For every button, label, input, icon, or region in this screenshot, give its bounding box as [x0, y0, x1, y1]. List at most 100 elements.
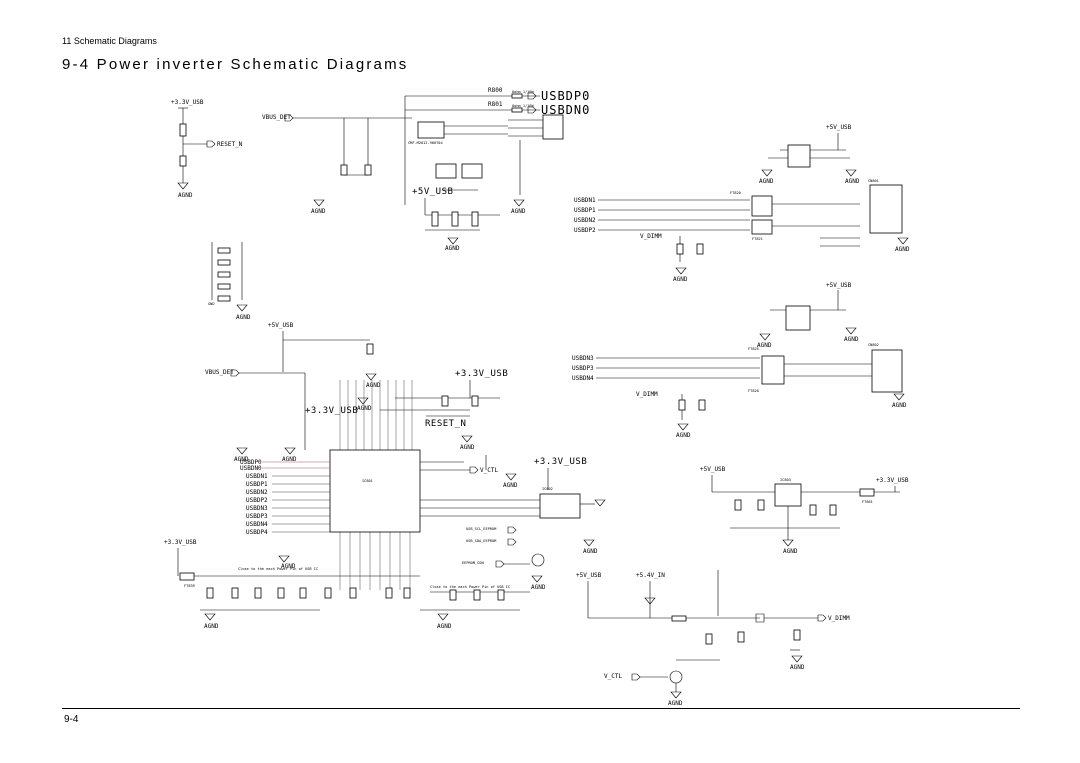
- agnd-label-5: AGND: [236, 314, 251, 321]
- eeprom-sda-label: USB_SDA_EEPROM: [466, 539, 497, 543]
- hub-usbdn2: USBDN2: [246, 489, 268, 496]
- cn802-connector: [871, 349, 903, 393]
- cn802-label: CN802: [868, 343, 879, 347]
- net-label-usbdn4: USBDN4: [572, 375, 594, 382]
- decoupling-section: +3.3V_USB FT839 Close to the each Power …: [164, 539, 530, 630]
- agnd-label-7: AGND: [845, 178, 860, 185]
- agnd-label: AGND: [178, 192, 193, 199]
- agnd-label-11: AGND: [844, 336, 859, 343]
- agnd-label-2: AGND: [311, 208, 326, 215]
- v-ctl-label-1: V_CTL: [480, 467, 498, 474]
- ic801-label: IC801: [362, 479, 373, 483]
- agnd-label-4: AGND: [445, 245, 460, 252]
- eeprom-con-label: EEPROM_CON: [462, 561, 484, 565]
- vdimm-label-3: V_DIMM: [828, 615, 850, 622]
- net-label-usbdp0: USBDP0: [541, 89, 590, 103]
- hub-usbdp3: USBDP3: [246, 513, 268, 520]
- cmf-top-label: CMF-M2012-900T04: [408, 141, 443, 145]
- net-label-v33-6: +3.3V_USB: [876, 477, 909, 484]
- usb-upstream-connector: R800 R801 0ohm 1/16W 0ohm 1/16W USBDP0 U…: [311, 87, 590, 252]
- net-label-usbdn1: USBDN1: [574, 197, 596, 204]
- agnd-label-14: AGND: [366, 382, 381, 389]
- section-label: 11 Schematic Diagrams: [62, 36, 157, 46]
- vdimm-label-1: V_DIMM: [640, 233, 662, 240]
- net-label-v5-usb-3: +5V_USB: [826, 282, 852, 289]
- hub-usbdn4: USBDN4: [246, 521, 268, 528]
- ferrite-column: AGND GND: [208, 242, 251, 321]
- net-label-vbus-det: VBUS_DET: [262, 114, 291, 121]
- net-label-v33-2: +3.3V_USB: [455, 369, 508, 379]
- net-label-v5-usb-1: +5V_USB: [412, 187, 453, 197]
- reset-circuit: +3.3V_USB RESET_N AGND: [171, 99, 243, 199]
- net-label-usbdp3: USBDP3: [572, 365, 594, 372]
- agnd-label-12: AGND: [676, 432, 691, 439]
- agnd-label-16: AGND: [460, 444, 475, 451]
- net-label-usbdp1: USBDP1: [574, 207, 596, 214]
- ft820-label: FT820: [730, 191, 741, 195]
- net-label-usbdn3: USBDN3: [572, 355, 594, 362]
- agnd-label-23: AGND: [437, 623, 452, 630]
- r800-value: 0ohm 1/16W: [512, 90, 534, 94]
- net-label-reset: RESET_N: [217, 141, 243, 148]
- ft826-label: FT826: [748, 389, 759, 393]
- vbus-det-top: VBUS_DET: [262, 114, 412, 122]
- net-label-vbus-det-2: VBUS_DET: [205, 369, 234, 376]
- r801-label: R801: [488, 101, 503, 108]
- ft839-label: FT839: [184, 584, 195, 588]
- agnd-label-10: AGND: [757, 342, 772, 349]
- net-label-v33-5: +3.3V_USB: [164, 539, 197, 546]
- agnd-label-9: AGND: [895, 246, 910, 253]
- footer-divider: [62, 708, 1020, 709]
- agnd-label-19: AGND: [503, 482, 518, 489]
- agnd-label-20: AGND: [583, 548, 598, 555]
- net-label-v33: +3.3V_USB: [171, 99, 204, 106]
- hub-usbdn3: USBDN3: [246, 505, 268, 512]
- hub-usbdp0: USBDP0: [240, 459, 262, 466]
- ic802-label: IC802: [542, 487, 553, 491]
- net-label-v5-usb-2: +5V_USB: [826, 124, 852, 131]
- agnd-label-25: AGND: [783, 548, 798, 555]
- ic803-label: IC803: [780, 478, 791, 482]
- hub-usbdn0: USBDN0: [240, 465, 262, 472]
- net-label-v33-4: +3.3V_USB: [534, 457, 587, 467]
- page-number: 9-4: [64, 714, 79, 725]
- agnd-label-18: AGND: [282, 456, 297, 463]
- eeprom-ic: [539, 493, 581, 519]
- page-title: 9-4 Power inverter Schematic Diagrams: [62, 56, 409, 73]
- downstream-port-2: +5V_USB AGND AGND USBDN3 USBDP3 USBDN4 F…: [572, 282, 907, 439]
- agnd-label-6: AGND: [759, 178, 774, 185]
- net-label-v5-usb-6: +5V_USB: [576, 572, 602, 579]
- usb-port-top: [542, 114, 564, 140]
- agnd-label-27: AGND: [668, 700, 683, 707]
- cmf-top-filter: [417, 121, 445, 139]
- agnd-label-15: AGND: [357, 405, 372, 412]
- net-label-v5-usb-5: +5V_USB: [700, 466, 726, 473]
- cn801-connector: [869, 184, 903, 234]
- net-label-v33-3: +3.3V_USB: [305, 406, 358, 416]
- net-label-v5-usb-4: +5V_USB: [268, 322, 294, 329]
- r800-label: R800: [488, 87, 503, 94]
- regulator-section: +5V_USB IC803 FT861 +3.3V_USB AGND: [700, 466, 909, 555]
- v-ctl-label-2: V_CTL: [604, 673, 622, 680]
- agnd-label-24: AGND: [281, 563, 296, 570]
- agnd-label-26: AGND: [790, 664, 805, 671]
- net-label-usbdn0: USBDN0: [541, 103, 590, 117]
- ft825-label: FT825: [748, 347, 759, 351]
- close-note-1: Close to the each Power Pin of USB IC: [238, 567, 318, 571]
- agnd-label-17: AGND: [234, 456, 249, 463]
- inverter-control-section: +5V_USB +5.4V_IN V_DIMM AGND V_CTL AGND: [576, 570, 850, 707]
- r801-value: 0ohm 1/16W: [512, 104, 534, 108]
- agnd-label-3: AGND: [511, 208, 526, 215]
- vdimm-label-2: V_DIMM: [636, 391, 658, 398]
- hub-usbdn1: USBDN1: [246, 473, 268, 480]
- hub-usbdp4: USBDP4: [246, 529, 268, 536]
- agnd-label-21: AGND: [531, 584, 546, 591]
- agnd-label-22: AGND: [204, 623, 219, 630]
- net-label-v54: +5.4V_IN: [636, 572, 665, 579]
- gnd-label: GND: [208, 302, 215, 306]
- cn801-label: CN801: [868, 179, 879, 183]
- net-label-usbdp2: USBDP2: [574, 227, 596, 234]
- downstream-port-1: +5V_USB AGND AGND USBDN1 USBDP1 USBDN2 U…: [574, 124, 910, 283]
- ft861-label: FT861: [862, 500, 873, 504]
